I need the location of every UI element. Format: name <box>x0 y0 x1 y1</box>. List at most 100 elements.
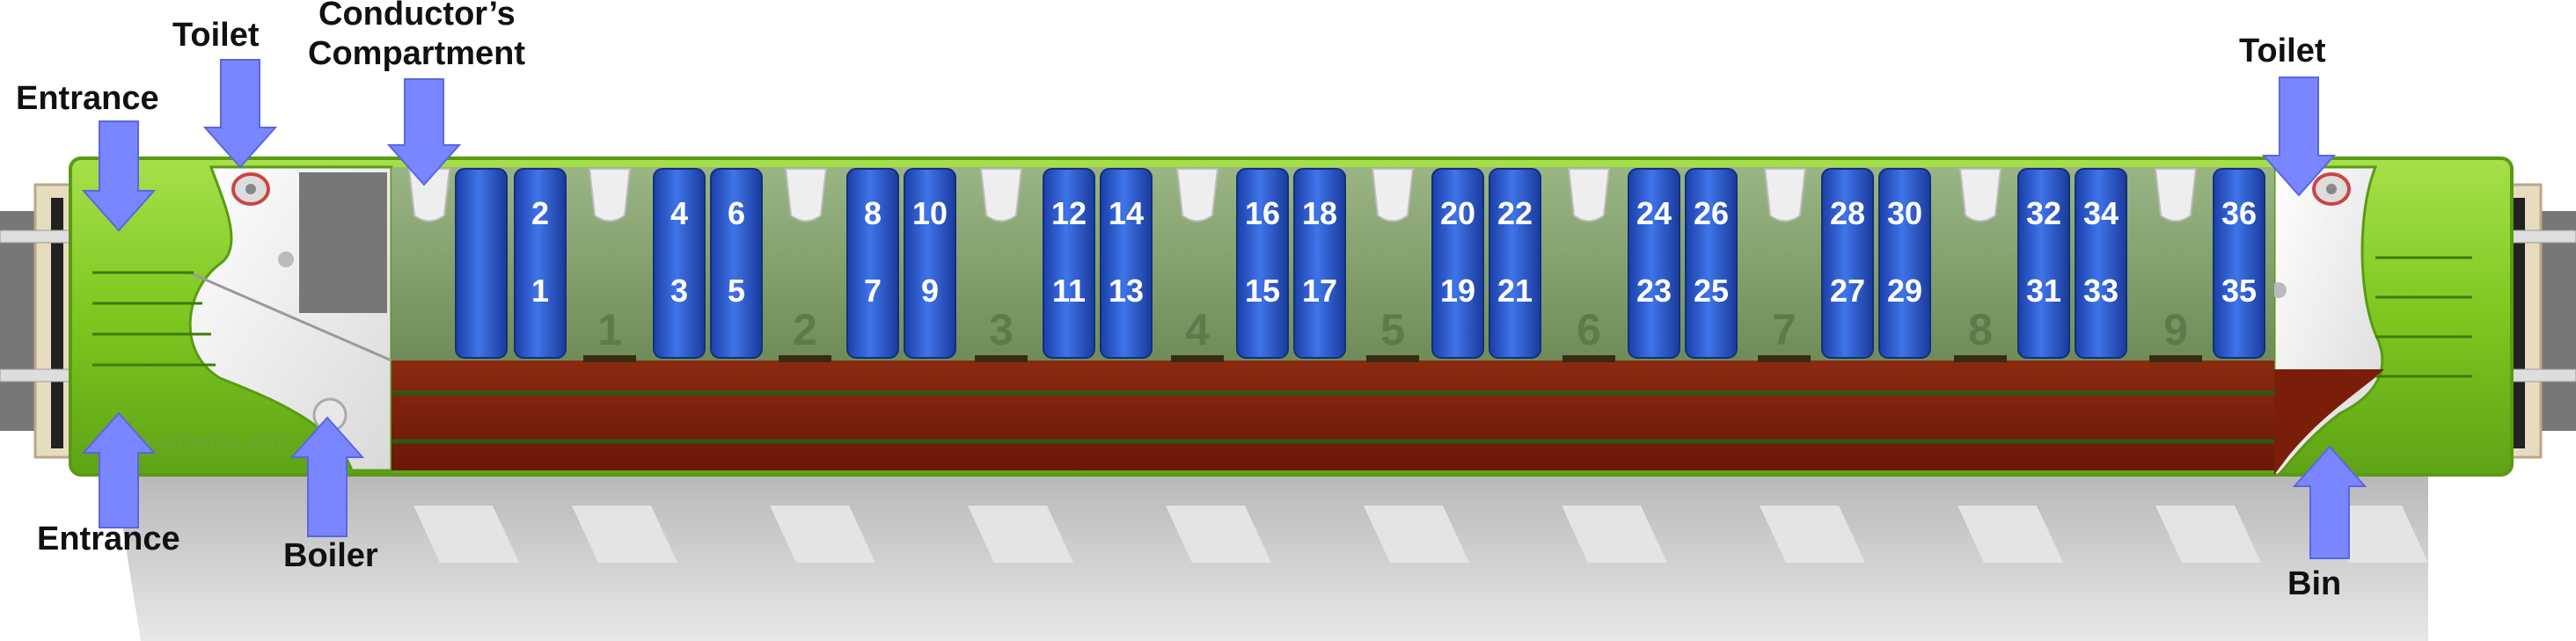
berth-shape <box>904 168 956 359</box>
label-boiler: Boiler <box>283 537 378 574</box>
berth-shape <box>1685 168 1738 359</box>
lower-berth-number: 21 <box>1497 273 1533 309</box>
shadow-stripe <box>770 506 875 563</box>
compartment-table <box>1958 168 2002 222</box>
shadow-stripe <box>1166 506 1271 563</box>
toilet-right-arrow <box>2261 76 2337 197</box>
compartment-number: 5 <box>1380 305 1405 354</box>
berth-column[interactable]: 12 11 <box>1043 168 1095 359</box>
berth-shape <box>514 168 567 359</box>
right-coupler <box>2504 183 2576 459</box>
car-shadow <box>114 475 2428 641</box>
lower-berth-number: 11 <box>1052 273 1086 309</box>
berth-shape <box>1431 168 1484 359</box>
compartment-number: 2 <box>793 305 817 354</box>
berth-shape <box>1489 168 1541 359</box>
berths: 2143658710912111413161518172019222124232… <box>455 168 2265 359</box>
toilet-left-arrow <box>202 59 278 169</box>
compartment-number: 7 <box>1772 305 1797 354</box>
berth-shape <box>1043 168 1095 359</box>
lower-berth-number: 7 <box>864 273 882 309</box>
vestibule-sink-right <box>2271 282 2287 298</box>
lower-berth-number: 35 <box>2221 273 2257 309</box>
shadow-stripe <box>968 506 1073 563</box>
berth-column[interactable]: 21 <box>514 168 567 359</box>
upper-berth-number: 4 <box>670 195 688 231</box>
upper-berth-number: 12 <box>1051 195 1087 231</box>
corridor <box>392 361 2274 470</box>
upper-berth-number: 22 <box>1497 195 1533 231</box>
conductor-berth <box>455 168 508 359</box>
upper-berth-number: 14 <box>1109 195 1144 231</box>
shadow-stripe <box>572 506 677 563</box>
upper-berth-number: 34 <box>2083 195 2119 231</box>
entrance-bottom-arrow <box>81 412 157 528</box>
lower-berth-number: 29 <box>1887 273 1922 309</box>
bin-area <box>2274 369 2384 475</box>
berth-column[interactable]: 43 <box>653 168 706 359</box>
lower-berth-number: 17 <box>1302 273 1337 309</box>
boiler-arrow <box>289 416 365 537</box>
lower-berth-number: 33 <box>2083 273 2119 309</box>
compartment-number: 1 <box>597 305 622 354</box>
compartment-door-mark <box>1758 355 1811 362</box>
berth-column[interactable]: 22 21 <box>1489 168 1541 359</box>
berth-column[interactable]: 34 33 <box>2075 168 2127 359</box>
compartment-table <box>1763 168 1807 222</box>
berth-column[interactable]: 87 <box>846 168 899 359</box>
compartment-number: 8 <box>1968 305 1993 354</box>
upper-berth-number: 28 <box>1830 195 1865 231</box>
shadow-stripe <box>1364 506 1469 563</box>
compartment-number: 3 <box>989 305 1014 354</box>
left-entrance-steps <box>92 271 216 367</box>
compartment-table <box>2154 168 2198 222</box>
berth-column[interactable]: 28 27 <box>1821 168 1874 359</box>
lower-berth-number: 25 <box>1694 273 1729 309</box>
berth-column[interactable]: 65 <box>710 168 763 359</box>
label-toilet-right: Toilet <box>2239 33 2326 69</box>
vestibule-diagonal <box>188 271 392 362</box>
shadow-stripe <box>1562 506 1667 563</box>
compartment-tables <box>407 168 2198 222</box>
label-conductor-line1: Conductor’s <box>318 0 516 33</box>
berth-column[interactable]: 109 <box>904 168 956 359</box>
label-toilet-left: Toilet <box>172 17 260 54</box>
lower-berth-number: 5 <box>728 273 745 309</box>
compartment-number: 9 <box>2163 305 2188 354</box>
toilet-left-fixture <box>231 172 270 206</box>
upper-berth-number: 16 <box>1245 195 1280 231</box>
compartment-door-mark <box>1366 355 1419 362</box>
lower-berth-number: 3 <box>670 273 688 309</box>
upper-berth-number: 18 <box>1302 195 1337 231</box>
lower-berth-number: 19 <box>1440 273 1475 309</box>
label-conductor-line2: Compartment <box>308 35 525 72</box>
entrance-top-arrow <box>81 120 157 232</box>
bin-arrow <box>2292 445 2367 559</box>
shadow-stripe <box>1958 506 2063 563</box>
right-entrance-steps <box>2375 256 2472 378</box>
berth-shape <box>1628 168 1680 359</box>
upper-berth-number: 6 <box>728 195 745 231</box>
upper-berth-number: 2 <box>531 195 549 231</box>
toilet-right-fixture <box>2312 172 2351 206</box>
lower-berth-number: 27 <box>1830 273 1865 309</box>
watermark: rusmania.com <box>145 426 289 452</box>
berth-shape <box>1293 168 1346 359</box>
shadow-stripes <box>413 506 2428 563</box>
berth-shape <box>653 168 706 359</box>
compartment-door-mark <box>975 355 1028 362</box>
vestibule-sink-left <box>278 251 294 267</box>
lower-berth-number: 15 <box>1245 273 1280 309</box>
berth-shape <box>1236 168 1289 359</box>
